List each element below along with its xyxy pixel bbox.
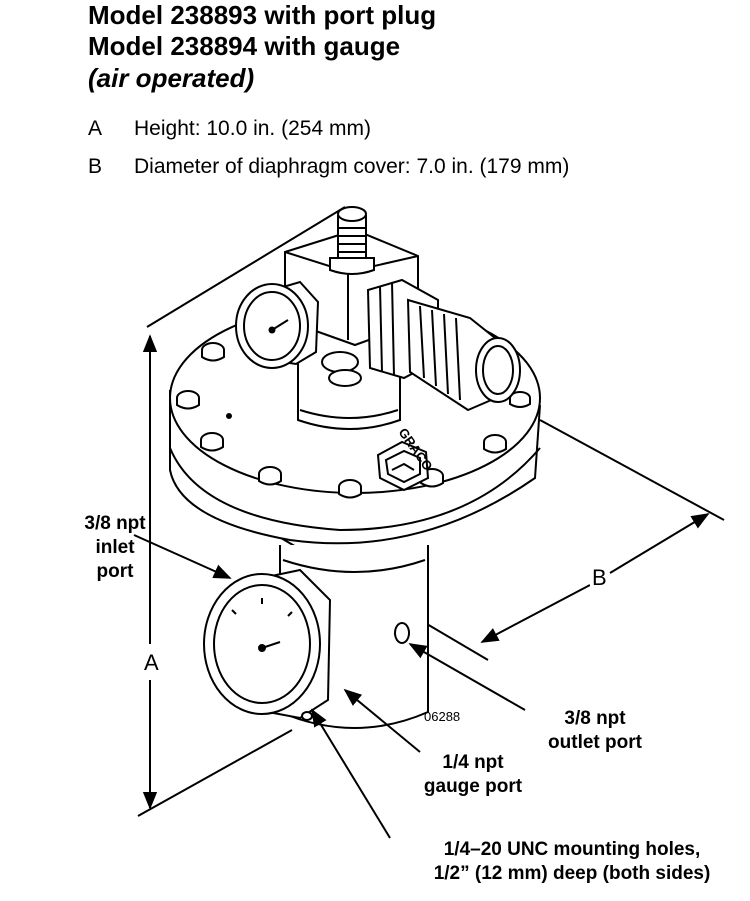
gauge-port-label-line-2: gauge port — [423, 776, 523, 797]
gauge-port-label-line-1: 1/4 npt — [442, 752, 504, 773]
dimension-b-label: B — [590, 565, 609, 591]
dimension-b-text: Diameter of diaphragm cover: 7.0 in. (17… — [134, 155, 570, 178]
dimension-a-label: A — [142, 650, 161, 676]
bolt-1 — [201, 342, 225, 362]
dimension-b-key: B — [88, 155, 103, 178]
outlet-port-label-line-2: outlet port — [548, 732, 642, 753]
inlet-gauge — [203, 568, 332, 721]
bolt-2 — [176, 390, 200, 410]
dimension-a-key: A — [88, 117, 103, 140]
figure-number: 06288 — [424, 709, 461, 724]
mounting-holes-label-line-2: 1/2” (12 mm) deep (both sides) — [433, 863, 711, 884]
page-title-line-1: Model 238893 with port plug — [88, 0, 437, 30]
bolt-4 — [258, 466, 282, 486]
top-fitting — [329, 206, 375, 275]
graco-logo — [376, 440, 430, 492]
gauge-port-callout: 1/4 npt gauge port — [408, 751, 538, 799]
mounting-holes-callout: 1/4–20 UNC mounting holes, 1/2” (12 mm) … — [404, 838, 740, 886]
outlet-port-label-line-1: 3/8 npt — [564, 708, 626, 729]
inlet-port-label-line-2: inlet — [95, 537, 135, 558]
inlet-port-label-line-3: port — [96, 561, 134, 582]
cover-bolts — [176, 342, 531, 499]
dimension-b-row: B Diameter of diaphragm cover: 7.0 in. (1… — [88, 155, 569, 179]
bolt-8 — [509, 391, 531, 408]
dimension-a-text: Height: 10.0 in. (254 mm) — [134, 117, 371, 140]
mounting-holes-label-line-1: 1/4–20 UNC mounting holes, — [443, 839, 701, 860]
page-title-line-3: (air operated) — [88, 63, 255, 93]
regulator-knob — [366, 278, 521, 412]
outlet-port-callout: 3/8 npt outlet port — [530, 707, 660, 755]
bolt-3 — [200, 432, 224, 452]
callout-leaders — [133, 534, 526, 839]
dimension-a-lines — [137, 206, 346, 817]
dimension-a-row: A Height: 10.0 in. (254 mm) — [88, 117, 371, 141]
page-title-line-2: Model 238894 with gauge — [88, 31, 401, 61]
inlet-port-label-line-1: 3/8 npt — [84, 513, 146, 534]
inlet-port-callout: 3/8 npt inlet port — [60, 512, 170, 584]
bolt-5 — [338, 479, 362, 499]
upper-gauge — [235, 280, 320, 369]
bolt-7 — [483, 434, 507, 454]
